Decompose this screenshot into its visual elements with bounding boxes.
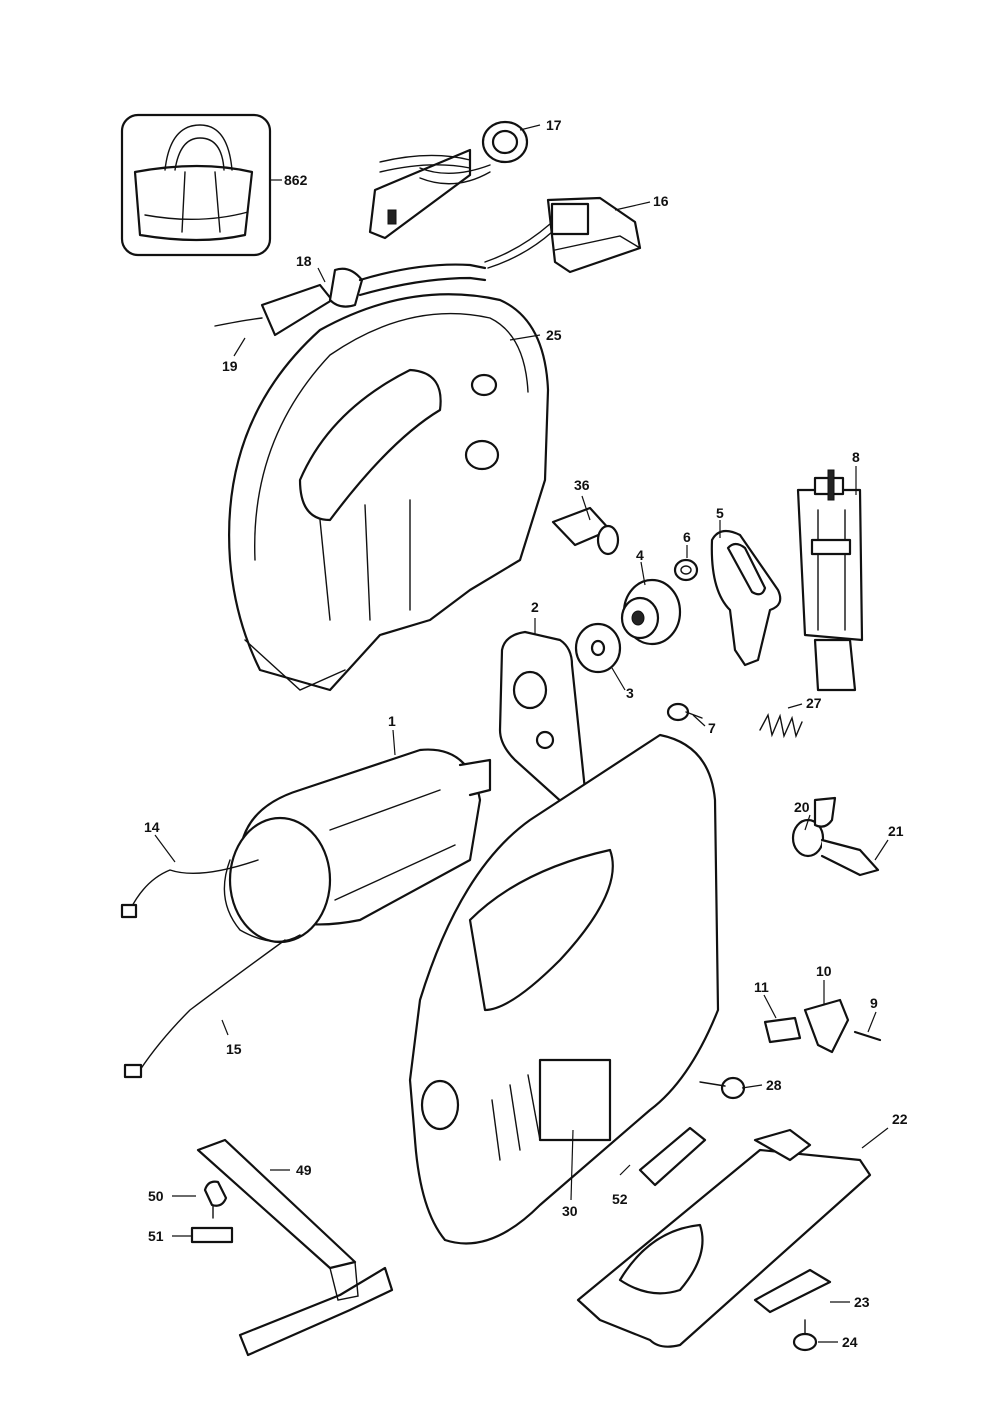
- callout-20: 20: [794, 799, 810, 815]
- callout-17: 17: [546, 117, 562, 133]
- callout-labels: 862 17 16 18 19 25 36 8 6 5 4 2 3 7 27 1…: [144, 117, 908, 1350]
- bearing-part: [673, 558, 699, 582]
- left-housing-part: [228, 293, 550, 692]
- callout-52: 52: [612, 1191, 628, 1207]
- plate-52-part: [638, 1126, 707, 1187]
- clamp-51-part: [190, 1226, 234, 1244]
- callout-3: 3: [626, 685, 634, 701]
- washer-part: [574, 622, 622, 674]
- knob-50-part: [203, 1180, 228, 1219]
- callout-8: 8: [852, 449, 860, 465]
- callout-5: 5: [716, 505, 724, 521]
- speed-control-dial-part: [368, 120, 529, 240]
- callout-6: 6: [683, 529, 691, 545]
- callout-18: 18: [296, 253, 312, 269]
- callout-23: 23: [854, 1294, 870, 1310]
- shoe-base-part: [576, 1128, 872, 1348]
- callout-27: 27: [806, 695, 822, 711]
- screw-28-part: [699, 1076, 746, 1100]
- callout-11: 11: [754, 979, 769, 995]
- callout-22: 22: [892, 1111, 908, 1127]
- lever-part: [710, 529, 782, 667]
- callout-24: 24: [842, 1334, 858, 1350]
- callout-14: 14: [144, 819, 160, 835]
- callout-28: 28: [766, 1077, 782, 1093]
- gear-plate-part: [498, 630, 587, 807]
- callout-21: 21: [888, 823, 904, 839]
- callout-7: 7: [708, 720, 716, 736]
- edge-guide-part: [196, 1138, 394, 1357]
- callout-10: 10: [816, 963, 832, 979]
- callout-9: 9: [870, 995, 878, 1011]
- part-36: [551, 506, 620, 556]
- callout-25: 25: [546, 327, 562, 343]
- callout-30: 30: [562, 1203, 578, 1219]
- callout-1: 1: [388, 713, 396, 729]
- screw-7-part: [666, 702, 703, 722]
- spring-part: [759, 712, 803, 739]
- callout-19: 19: [222, 358, 238, 374]
- carry-bag-part: [120, 113, 272, 257]
- right-housing-part: [408, 733, 720, 1245]
- callout-2: 2: [531, 599, 539, 615]
- callout-15: 15: [226, 1041, 242, 1057]
- screw-24-part: [792, 1319, 818, 1352]
- clip-parts: [763, 998, 882, 1054]
- plate-23-part: [753, 1268, 832, 1314]
- callout-4: 4: [636, 547, 644, 563]
- gear-part: [620, 578, 682, 646]
- leader-lines: [154, 124, 889, 1343]
- motor-part: [223, 748, 492, 944]
- callout-16: 16: [653, 193, 669, 209]
- callout-50: 50: [148, 1188, 164, 1204]
- switch-part: [484, 196, 642, 274]
- callout-51: 51: [148, 1228, 164, 1244]
- power-cord-part: [214, 263, 487, 337]
- plunger-assembly-part: [796, 469, 864, 692]
- wire-14-part: [120, 859, 259, 919]
- callout-36: 36: [574, 477, 590, 493]
- wire-15-part: [123, 939, 286, 1079]
- speed-knob-part: [791, 796, 880, 877]
- callout-862: 862: [284, 172, 308, 188]
- callout-49: 49: [296, 1162, 312, 1178]
